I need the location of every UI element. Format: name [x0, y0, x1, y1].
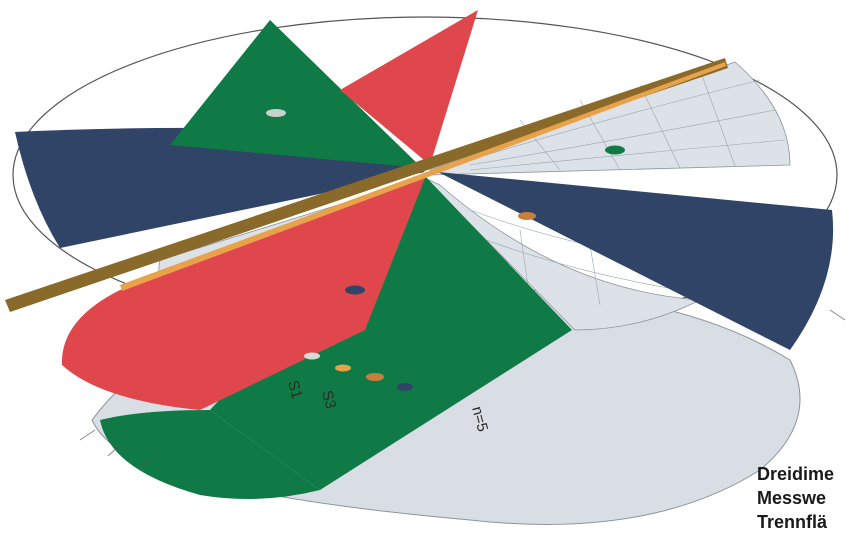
point-orange-lower-a: [335, 365, 351, 372]
caption-line-1: Dreidime: [757, 462, 850, 486]
point-orange-lower-b: [366, 373, 384, 381]
point-navy-lower: [397, 383, 413, 391]
figure-caption: Dreidime Messwe Trennflä: [757, 462, 850, 534]
point-navy-center: [345, 286, 365, 295]
point-light-lower: [304, 353, 320, 360]
point-light-upper: [266, 109, 286, 117]
point-orange-upper: [518, 212, 536, 220]
caption-line-2: Messwe: [757, 486, 850, 510]
point-green-upper: [605, 146, 625, 155]
caption-line-3: Trennflä: [757, 510, 850, 534]
net-wedge-upper: [430, 62, 790, 175]
